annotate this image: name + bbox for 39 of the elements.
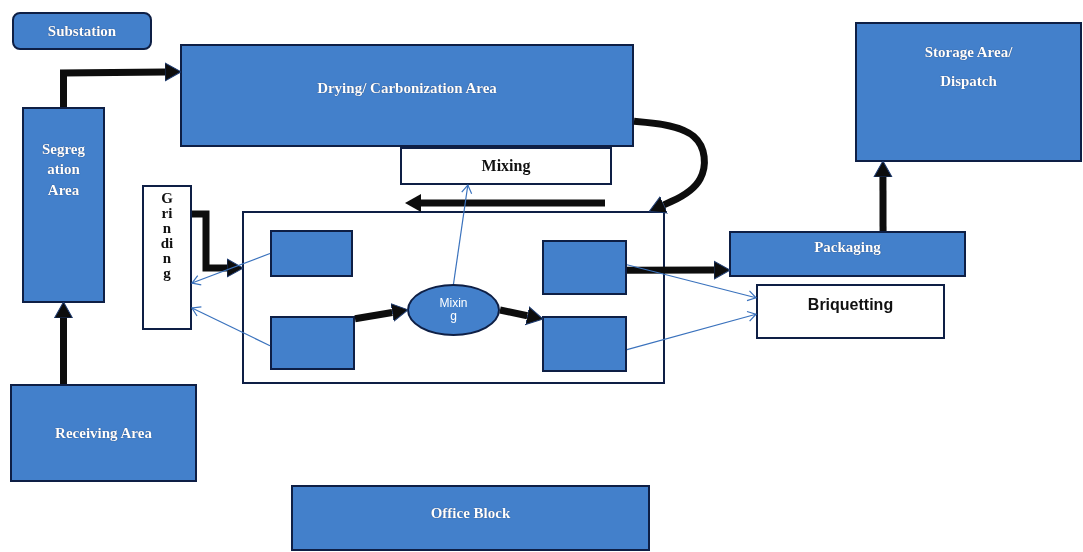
arrow (191, 252, 271, 286)
arrow (192, 210, 244, 278)
arrow (626, 264, 757, 302)
node-label: Segregation Area (41, 140, 86, 200)
area-box (12, 12, 152, 50)
node-label: Mixing (481, 156, 531, 177)
arrow (60, 62, 182, 107)
equipment-box (542, 316, 627, 372)
arrow (191, 306, 271, 347)
area-box (180, 44, 634, 147)
arrow (626, 310, 757, 351)
area-box (291, 485, 650, 551)
arrow (452, 184, 473, 285)
arrow (873, 160, 893, 231)
node-label: Storage Area/ Dispatch (923, 43, 1014, 91)
area-box (22, 107, 105, 303)
node-label: Briquetting (807, 295, 894, 315)
equipment-box (270, 316, 355, 370)
arrow (627, 260, 731, 280)
node-label: Packaging (814, 238, 881, 257)
area-box (855, 22, 1082, 162)
area-box (729, 231, 966, 277)
node-label: Grinding (159, 191, 175, 281)
process-box (142, 185, 192, 330)
arrow (633, 117, 708, 214)
arrow (354, 303, 409, 323)
process-box (400, 147, 612, 185)
arrow (499, 306, 544, 326)
process-box (756, 284, 945, 339)
equipment-box (270, 230, 353, 277)
node-label: Mixing (438, 297, 469, 323)
node-label: Drying/ Carbonization Area (317, 79, 497, 98)
node-label: Substation (47, 21, 117, 41)
process-area-frame (242, 211, 665, 384)
arrow (54, 301, 73, 384)
area-box (10, 384, 197, 482)
equipment-box (542, 240, 627, 295)
node-label: Office Block (430, 504, 511, 523)
node-label: Receiving Area (55, 424, 152, 443)
